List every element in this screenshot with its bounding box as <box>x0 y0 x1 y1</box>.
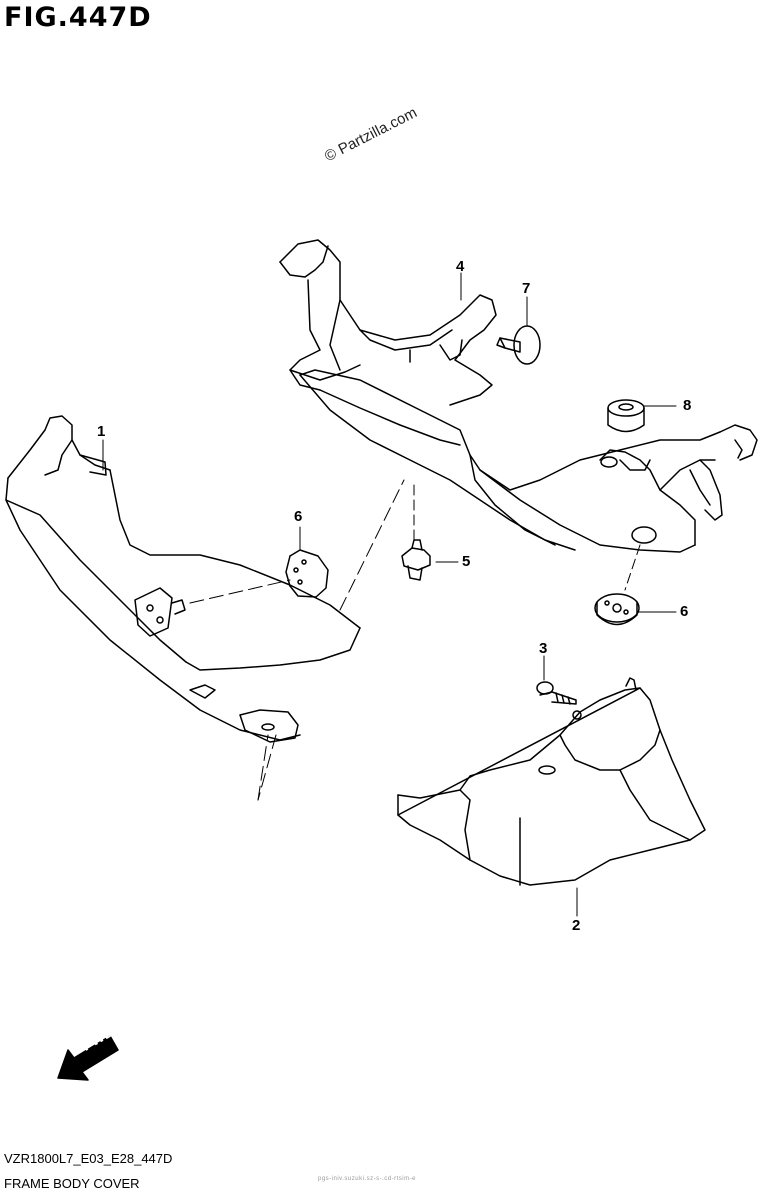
callout-8: 8 <box>683 397 692 414</box>
callout-6-right: 6 <box>680 603 689 620</box>
callout-7: 7 <box>522 280 531 297</box>
figure-caption: FRAME BODY COVER <box>4 1176 140 1191</box>
callout-3: 3 <box>539 640 548 657</box>
fwd-arrow-icon <box>57 1035 119 1081</box>
part-1-side-cover <box>5 415 361 743</box>
part-7-clip <box>496 325 541 365</box>
leader-lines <box>102 272 677 917</box>
part-6-cushion-right <box>594 593 640 626</box>
callout-6-left: 6 <box>294 508 303 525</box>
fine-print: pgs-iniv.suzuki.sz-s-.cd-rtsim-e <box>318 1176 416 1182</box>
part-3-bolt <box>536 681 577 705</box>
part-5-push-rivet <box>401 539 431 581</box>
part-6-cushion-left <box>285 549 329 598</box>
part-2-lower-cover <box>397 677 706 886</box>
figure-title: FIG.447D <box>4 2 152 33</box>
callout-4: 4 <box>456 258 465 275</box>
callout-1: 1 <box>97 423 106 440</box>
part-4-upper-cover <box>279 239 758 553</box>
callout-2: 2 <box>572 917 581 934</box>
model-code: VZR1800L7_E03_E28_447D <box>4 1151 173 1166</box>
part-8-grommet <box>607 399 645 433</box>
callout-5: 5 <box>462 553 471 570</box>
